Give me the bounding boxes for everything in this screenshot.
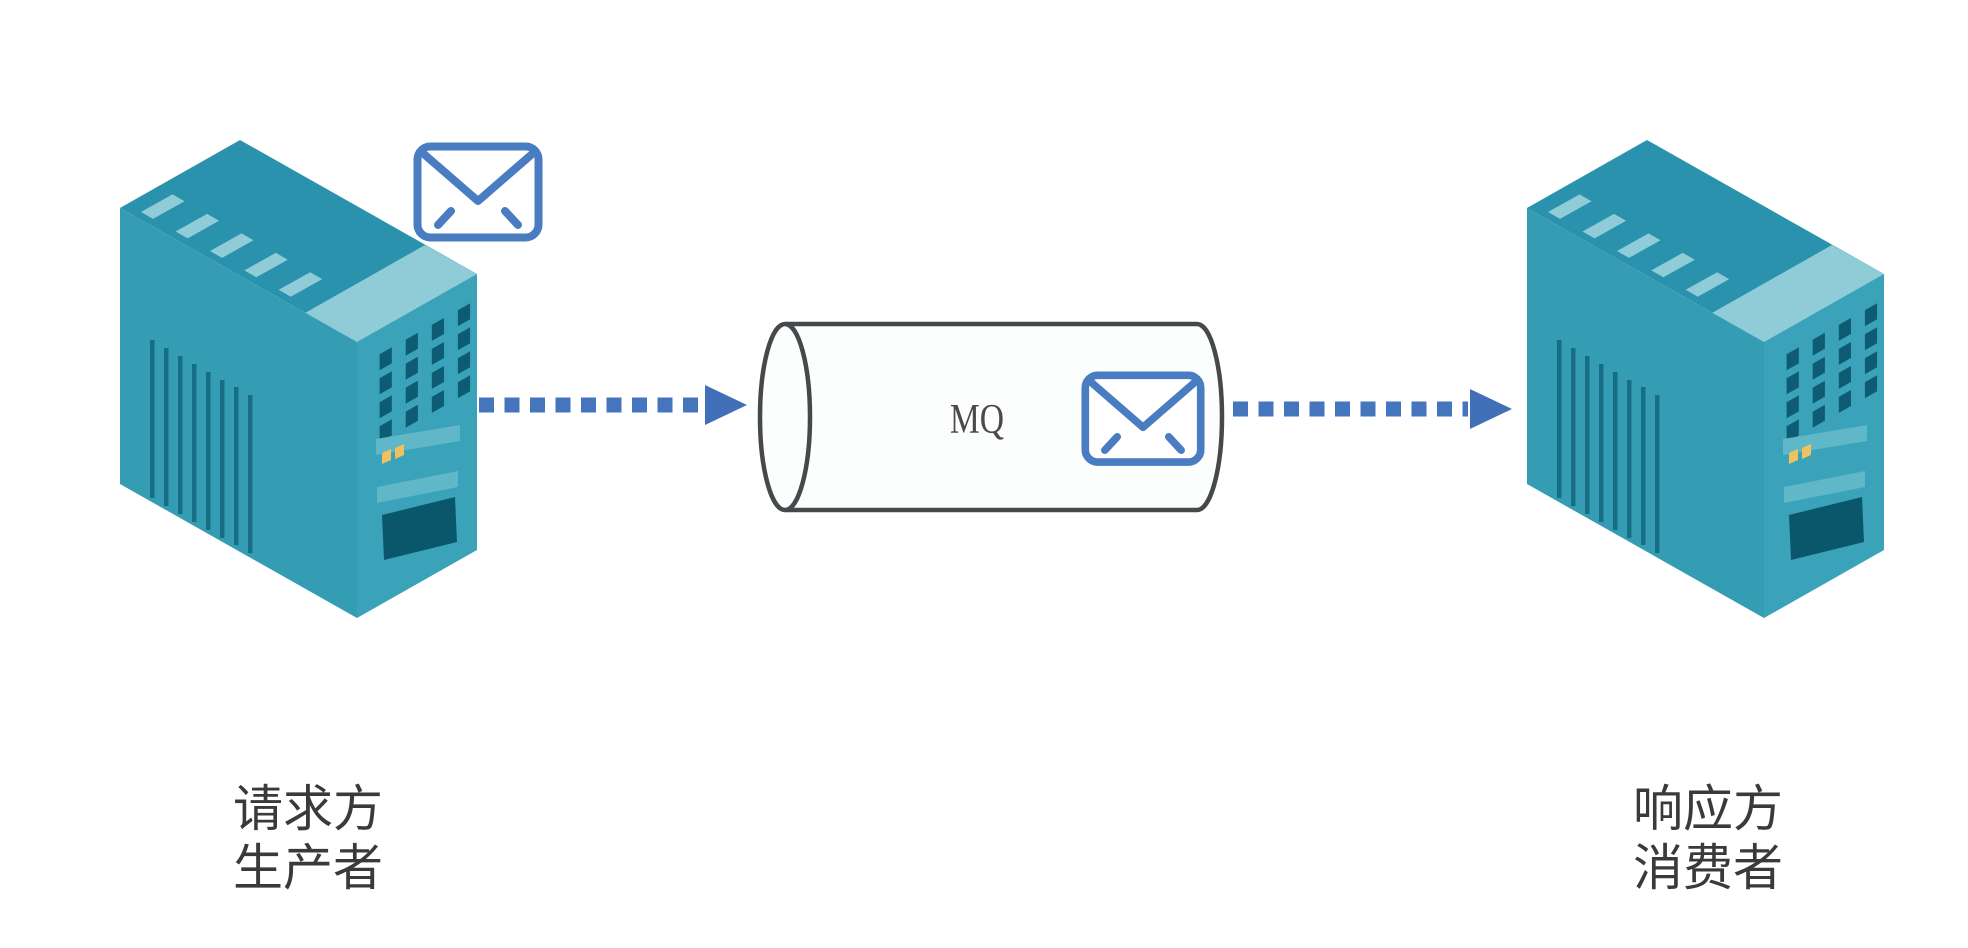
producer-label-line1: 请求方 [233,781,383,837]
arrowhead-icon [1470,389,1512,429]
producer-message-envelope-icon [418,147,539,238]
queued-message-envelope-icon [1085,375,1200,462]
queue-to-consumer-arrow [1233,389,1512,429]
consumer-label-line2: 消费者 [1633,840,1783,896]
consumer-server-icon [1527,140,1884,618]
queue-label: MQ [949,397,1005,443]
arrowhead-icon [705,385,747,425]
cylinder-opening [757,321,813,513]
consumer-label: 响应方 消费者 [1588,780,1828,898]
producer-to-queue-arrow [479,385,747,425]
producer-label: 请求方 生产者 [188,780,428,898]
producer-label-line2: 生产者 [233,840,383,896]
consumer-label-line1: 响应方 [1633,781,1783,837]
